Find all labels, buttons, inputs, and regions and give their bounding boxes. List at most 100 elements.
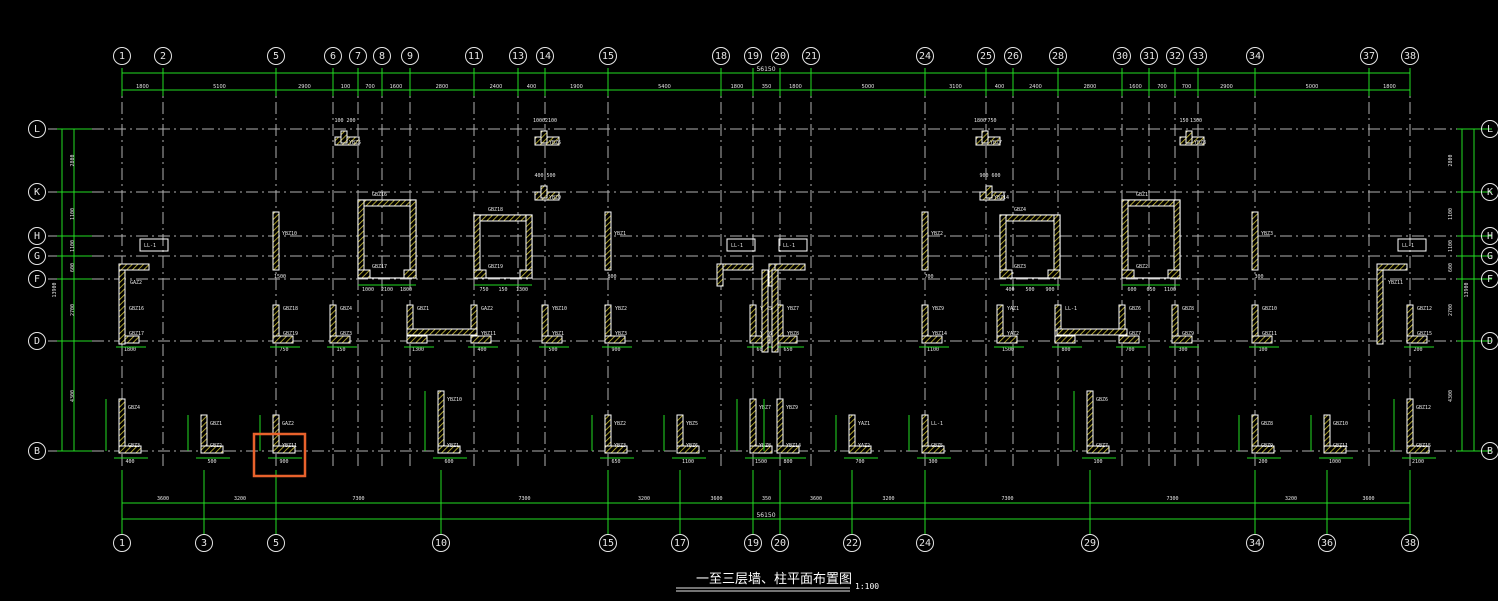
wall-tag: GBZ16 [372, 192, 387, 198]
wall-hatch [676, 445, 700, 454]
horizontal-grid-lines [48, 128, 1485, 452]
wall-hatch [1086, 390, 1094, 452]
wall-tag: YBZ10 [552, 306, 567, 312]
axis-bubble-bottom: 10 [432, 534, 450, 552]
dim-text-bottom: 7300 [352, 496, 364, 502]
drawing-title: 一至三层墙、柱平面布置图 [696, 572, 852, 587]
axis-bubble-top-label: 24 [919, 51, 931, 62]
wall-tag: GBZ1 [417, 306, 429, 312]
wall-tag: YBZ8 [787, 331, 799, 337]
wall-tag: GBZ11 [1333, 443, 1348, 449]
axis-bubble-top-label: 32 [1169, 51, 1181, 62]
wall-tag: GBZ2 [210, 443, 222, 449]
dim-text-bottom: 7300 [1166, 496, 1178, 502]
dim-text-vertical: 1100 [70, 240, 76, 252]
wall-hatch [921, 445, 945, 454]
wall-tag: LL-1 [931, 421, 943, 427]
dim-text-top: 2900 [1220, 84, 1233, 90]
dim-text-top: 2900 [298, 84, 311, 90]
wall-dim-text: 500 [548, 347, 557, 353]
wall-tag: YBZ9 [932, 306, 944, 312]
axis-bubble-bottom-label: 10 [435, 538, 447, 549]
axis-bubble-top: 18 [712, 47, 730, 65]
beam-tag: LL-1 [783, 243, 795, 249]
wall-hatch [985, 185, 993, 199]
wall-tag: YBZ1 [614, 231, 626, 237]
wall-hatch [118, 445, 142, 454]
wall-tag: YAZ1 [858, 421, 870, 427]
axis-bubble-bottom-label: 36 [1321, 538, 1333, 549]
wall-dim-text: 100 [1258, 347, 1267, 353]
wall-hatch [118, 263, 150, 271]
wall-hatch [921, 211, 929, 271]
wall-dim-text: 600 [444, 459, 453, 465]
axis-bubble-top: 2 [154, 47, 172, 65]
axis-bubble-right: B [1481, 442, 1498, 460]
wall-tag: YBZ8 [1194, 140, 1206, 146]
wall-hatch [1121, 269, 1135, 279]
wall-tag: GBZ12 [1416, 405, 1431, 411]
wall-dim-text: 1000 [362, 287, 374, 293]
dim-text-top: 400 [995, 84, 1005, 90]
wall-tag: YBZ14 [786, 443, 801, 449]
axis-bubble-top: 6 [324, 47, 342, 65]
wall-hatch [999, 214, 1061, 222]
axis-bubble-top: 5 [267, 47, 285, 65]
wall-tag: GBZ7 [1096, 443, 1108, 449]
wall-tag: GBZ16 [129, 306, 144, 312]
wall-tag: YBZ6 [549, 140, 561, 146]
wall-dim-text: 1800 [974, 118, 986, 124]
wall-hatch [716, 263, 724, 287]
wall-hatch [1406, 335, 1428, 344]
wall-dim-text: 400 [1005, 287, 1014, 293]
dim-text-bottom: 3200 [234, 496, 246, 502]
dim-text-top: 400 [527, 84, 537, 90]
axis-bubble-bottom: 3 [195, 534, 213, 552]
axis-bubble-bottom-label: 19 [747, 538, 759, 549]
wall-dim-text: 1100 [682, 459, 694, 465]
wall-tag: YBZ7 [759, 405, 771, 411]
axis-bubble-bottom-label: 34 [1249, 538, 1261, 549]
wall-tag: YBZ9 [549, 195, 561, 201]
dim-text-top: 2800 [436, 84, 449, 90]
dim-text-top: 700 [1157, 84, 1167, 90]
axis-bubble-top: 8 [373, 47, 391, 65]
wall-dim-text: 700 [924, 274, 933, 280]
wall-dim-text: 1300 [516, 287, 528, 293]
axis-bubble-bottom: 36 [1318, 534, 1336, 552]
wall-tag: YAZ1 [1007, 306, 1019, 312]
axis-bubble-bottom: 38 [1401, 534, 1419, 552]
axis-bubble-bottom: 1 [113, 534, 131, 552]
wall-tag: YBZ6 [686, 443, 698, 449]
dim-text-top: 350 [762, 84, 772, 90]
axis-bubble-right-label: F [1487, 274, 1493, 285]
axis-bubble-top: 37 [1360, 47, 1378, 65]
dim-text-bottom: 3600 [810, 496, 822, 502]
wall-dim-text: 700 [855, 459, 864, 465]
dim-text-top: 5400 [658, 84, 671, 90]
axis-bubble-left-label: K [34, 187, 40, 198]
wall-tag: YBZ9 [786, 405, 798, 411]
wall-tag: GBZ3 [128, 443, 140, 449]
axis-bubble-top: 31 [1140, 47, 1158, 65]
dim-text-top: 1800 [1383, 84, 1396, 90]
wall-hatch [473, 214, 533, 222]
beam-tag-box [778, 238, 808, 252]
wall-tag: GBZ9 [1261, 443, 1273, 449]
wall-hatch [604, 335, 626, 344]
axis-bubble-top: 25 [977, 47, 995, 65]
dim-text-bottom: 7300 [1001, 496, 1013, 502]
wall-hatch [272, 211, 280, 271]
wall-hatch [999, 269, 1013, 279]
wall-hatch [272, 335, 294, 344]
axis-bubble-bottom: 20 [771, 534, 789, 552]
wall-hatch [1406, 398, 1414, 452]
axis-bubble-left-label: G [34, 251, 40, 262]
wall-dim-text: 1500 [1002, 347, 1014, 353]
wall-hatch [1173, 199, 1181, 279]
wall-tag: GBZ8 [1182, 306, 1194, 312]
axis-bubble-top: 19 [744, 47, 762, 65]
wall-hatch [406, 335, 428, 344]
wall-tag: GBZ15 [1417, 331, 1432, 337]
